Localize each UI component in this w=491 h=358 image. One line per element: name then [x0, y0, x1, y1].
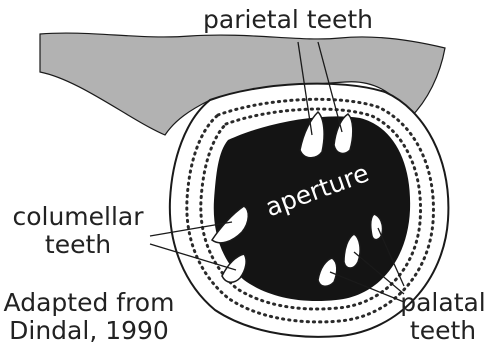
columellar-teeth-label-line1: columellar [8, 203, 148, 231]
credit-label: Adapted from Dindal, 1990 [0, 289, 178, 344]
credit-label-line1: Adapted from [0, 289, 178, 317]
credit-label-line2: Dindal, 1990 [0, 317, 178, 345]
palatal-teeth-label-line1: palatal [398, 289, 488, 317]
columellar-teeth-label-line2: teeth [8, 231, 148, 259]
columellar-teeth-label: columellar teeth [8, 203, 148, 258]
palatal-teeth-label: palatal teeth [398, 289, 488, 344]
palatal-teeth-label-line2: teeth [398, 317, 488, 345]
parietal-teeth-label: parietal teeth [203, 6, 373, 34]
